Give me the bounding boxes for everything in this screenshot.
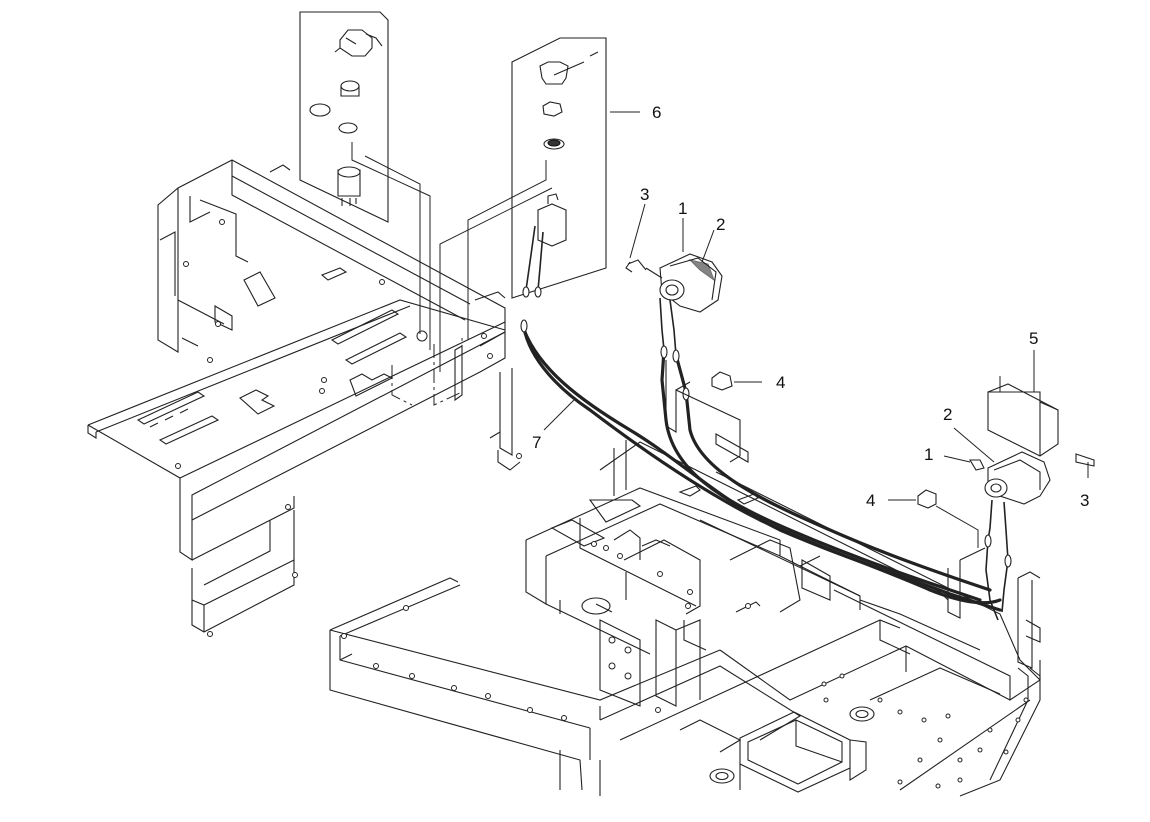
upper-work-light	[625, 253, 723, 356]
callout-7: 7	[532, 433, 541, 452]
callout-2-upper: 2	[716, 215, 725, 234]
callout-3-upper: 3	[640, 185, 649, 204]
lower-work-light	[711, 371, 1095, 561]
key-switch-detail	[299, 11, 431, 350]
callout-6: 6	[652, 103, 661, 122]
callout-5: 5	[1029, 329, 1038, 348]
callout-1-lower: 1	[924, 445, 933, 464]
callout-1-upper: 1	[678, 199, 687, 218]
toggle-switch-detail	[439, 37, 607, 372]
callout-labels: 1 2 3 4 5 6 7 2 1 4 3	[532, 103, 1089, 510]
callout-3-lower: 3	[1080, 491, 1089, 510]
callout-leaders	[543, 111, 1089, 501]
main-chassis	[329, 440, 1041, 797]
wiring-harness	[520, 319, 1012, 621]
left-console-frame	[87, 159, 522, 637]
light-brackets	[665, 360, 1041, 669]
callout-4-upper: 4	[776, 373, 785, 392]
callout-4-lower: 4	[866, 491, 875, 510]
callout-2-lower: 2	[943, 405, 952, 424]
